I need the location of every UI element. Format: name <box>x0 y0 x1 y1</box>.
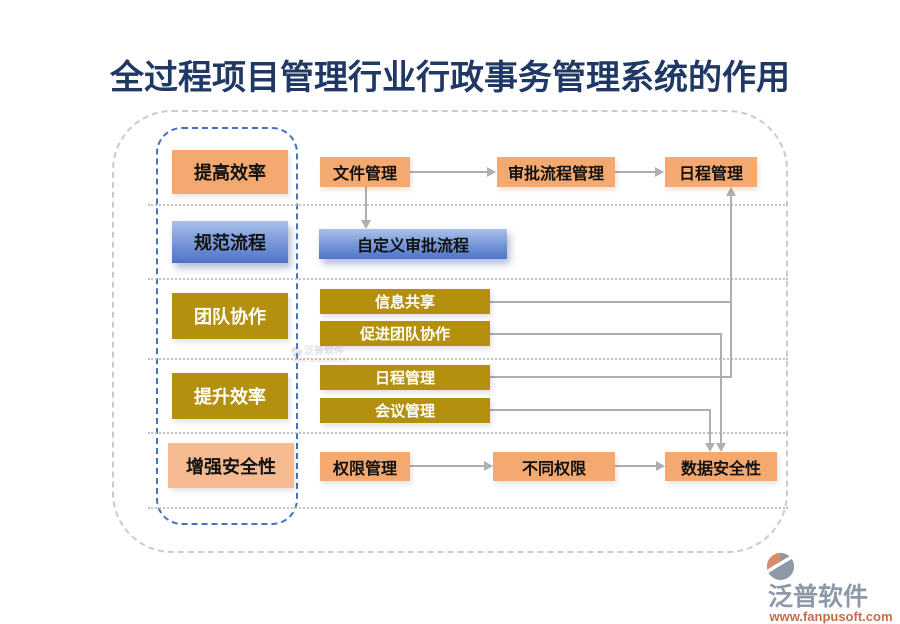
node-label: 会议管理 <box>374 403 435 420</box>
node-label: 权限管理 <box>332 460 397 478</box>
outer-dashed-frame <box>112 110 788 553</box>
node-label: 审批流程管理 <box>507 166 604 183</box>
node-label: 日程管理 <box>678 166 743 183</box>
benefit-standardize-process: 规范流程 <box>172 221 288 263</box>
row-separator <box>148 507 788 509</box>
benefit-team-collaboration: 团队协作 <box>172 293 288 339</box>
benefit-boost-efficiency: 提升效率 <box>172 373 288 419</box>
node-label: 促进团队协作 <box>359 326 450 343</box>
benefit-improve-efficiency: 提高效率 <box>172 150 288 194</box>
center-watermark: 泛普软件 www.fanpusoft.com <box>291 345 351 364</box>
diagram-canvas: 全过程项目管理行业行政事务管理系统的作用 <box>110 59 893 623</box>
brand-watermark-name: 泛普软件 <box>768 583 869 611</box>
benefit-label: 团队协作 <box>194 307 266 327</box>
benefit-label: 规范流程 <box>194 233 266 253</box>
node-label: 数据安全性 <box>680 460 761 478</box>
node-permission-management: 权限管理 <box>320 452 410 481</box>
center-watermark-brand: 泛普软件 <box>304 345 344 357</box>
page-title: 全过程项目管理行业行政事务管理系统的作用 <box>110 59 790 97</box>
node-label: 信息共享 <box>374 294 435 311</box>
benefit-label: 提高效率 <box>194 163 266 183</box>
node-approval-flow-management: 审批流程管理 <box>497 157 615 187</box>
node-promote-team-collaboration: 促进团队协作 <box>320 321 490 346</box>
row-separator <box>148 358 788 360</box>
node-schedule-management-top: 日程管理 <box>665 157 757 187</box>
node-label: 不同权限 <box>521 460 586 478</box>
fanpu-logo-icon <box>766 552 795 581</box>
row-separator <box>148 432 788 434</box>
node-info-sharing: 信息共享 <box>320 289 490 314</box>
benefit-label: 增强安全性 <box>186 456 276 477</box>
node-custom-approval-flow: 自定义审批流程 <box>319 229 507 259</box>
row-separator <box>148 278 788 280</box>
brand-watermark-url: www.fanpusoft.com <box>769 609 893 624</box>
node-file-management: 文件管理 <box>320 157 410 187</box>
center-watermark-url: www.fanpusoft.com <box>292 358 350 364</box>
benefit-enhanced-security: 增强安全性 <box>168 443 294 488</box>
node-data-security: 数据安全性 <box>665 452 777 481</box>
node-meeting-management: 会议管理 <box>320 398 490 423</box>
row-separator <box>148 204 788 206</box>
benefit-label: 提升效率 <box>194 387 266 407</box>
node-label: 文件管理 <box>332 166 397 183</box>
benefits-dashed-frame <box>156 127 298 525</box>
fanpu-logo-icon <box>291 346 302 358</box>
node-different-permissions: 不同权限 <box>493 452 615 481</box>
brand-watermark: 泛普软件 www.fanpusoft.com <box>766 549 896 623</box>
node-label: 日程管理 <box>374 370 435 387</box>
node-schedule-management-mid: 日程管理 <box>320 365 490 390</box>
node-label: 自定义审批流程 <box>356 238 469 255</box>
